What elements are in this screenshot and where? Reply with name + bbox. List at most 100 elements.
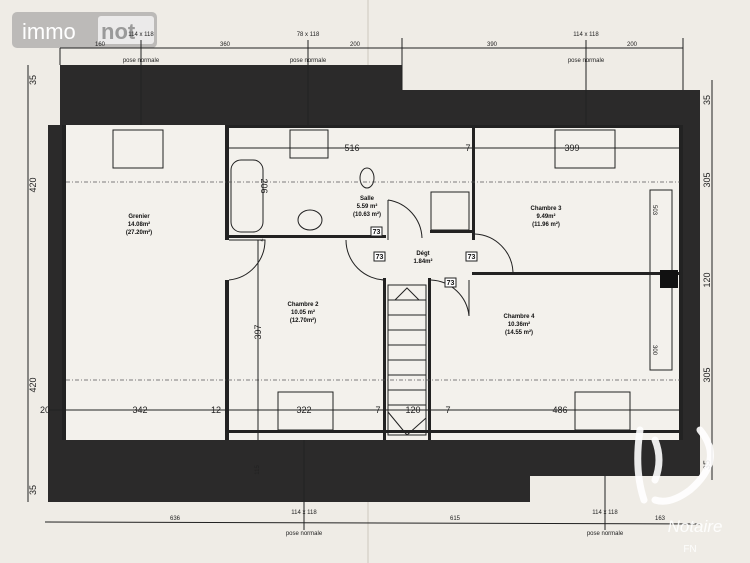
- dim-label: 399: [564, 143, 579, 153]
- dim-label: 200: [350, 42, 361, 48]
- svg-text:73: 73: [447, 280, 455, 287]
- room-degagement: Dégt 1.84m²: [413, 251, 432, 265]
- room-chambre-2: Chambre 2 10.05 m² (12.70m²): [287, 302, 319, 324]
- svg-text:Chambre 3: Chambre 3: [530, 206, 562, 212]
- dim-label: 322: [296, 405, 311, 415]
- svg-text:14.08m²: 14.08m²: [128, 221, 150, 228]
- bathtub: [230, 159, 264, 233]
- svg-text:not: not: [101, 19, 136, 44]
- notaire-logo: Notaire FN: [634, 426, 723, 555]
- wall: [225, 125, 229, 240]
- wall: [472, 272, 679, 275]
- window-size-label: 114 x 118: [128, 32, 154, 38]
- dim-label: 115: [255, 465, 261, 475]
- window-note-label: pose normale: [286, 531, 323, 537]
- svg-text:(12.70m²): (12.70m²): [290, 317, 316, 324]
- door-width-tag: 73: [373, 251, 386, 262]
- door-chambre-3[interactable]: [474, 233, 514, 273]
- wall: [225, 280, 229, 440]
- svg-text:(11.96 m²): (11.96 m²): [532, 221, 560, 228]
- door-salle[interactable]: [387, 199, 423, 240]
- window-note-label: pose normale: [123, 58, 160, 64]
- svg-text:5.59 m²: 5.59 m²: [357, 203, 378, 210]
- door-grenier-side[interactable]: [345, 239, 387, 281]
- svg-text:73: 73: [373, 229, 381, 236]
- window-chambre-3: [554, 129, 616, 169]
- dim-label: 20: [40, 405, 50, 415]
- dim-label: 390: [487, 42, 498, 48]
- window-note-label: pose normale: [568, 58, 605, 64]
- dim-label: 7: [256, 238, 262, 242]
- wall: [428, 278, 431, 440]
- svg-text:10.05 m²: 10.05 m²: [291, 309, 315, 316]
- dim-label: 420: [28, 377, 38, 392]
- dim-label: 342: [132, 405, 147, 415]
- svg-text:Chambre 2: Chambre 2: [287, 302, 319, 308]
- window-chambre-2: [277, 391, 334, 431]
- door-width-tag: 73: [465, 251, 478, 262]
- dim-label: 615: [450, 516, 461, 522]
- wall: [225, 125, 683, 128]
- svg-text:(14.55 m²): (14.55 m²): [505, 329, 533, 336]
- room-grenier: Grenier 14.08m² (27.20m²): [126, 214, 152, 236]
- immonot-logo: immo not: [12, 12, 157, 48]
- chimney: [660, 270, 678, 288]
- window-salle: [289, 129, 329, 159]
- svg-text:10.36m²: 10.36m²: [508, 321, 530, 328]
- bottom-dimension-line: [44, 521, 701, 525]
- dim-label: 160: [95, 42, 106, 48]
- wall: [430, 230, 474, 233]
- toilet: [359, 167, 375, 189]
- dim-label: 35: [28, 75, 38, 85]
- roof-band-top: [60, 65, 700, 440]
- dim-label: 120: [702, 272, 712, 287]
- door-width-tag: 73: [370, 226, 383, 237]
- window-grenier: [112, 129, 164, 169]
- dim-label: 12: [211, 405, 221, 415]
- window-size-label: 114 x 118: [573, 32, 599, 38]
- dim-label: 305: [702, 172, 712, 187]
- floor-area: [62, 125, 683, 440]
- room-chambre-3: Chambre 3 9.49m² (11.96 m²): [530, 206, 562, 228]
- svg-text:Notaire: Notaire: [668, 517, 723, 536]
- window-size-label: 114 x 118: [592, 510, 618, 516]
- dim-label: 7: [445, 405, 450, 415]
- dim-label: 516: [344, 143, 359, 153]
- door-chambre-2[interactable]: [228, 239, 266, 281]
- svg-text:Salle: Salle: [360, 196, 375, 202]
- dim-label: 486: [552, 405, 567, 415]
- wall: [229, 430, 679, 433]
- svg-text:1.84m²: 1.84m²: [413, 258, 432, 265]
- shower: [430, 191, 470, 231]
- dim-label: 360: [220, 42, 231, 48]
- window-chambre-4: [574, 391, 631, 431]
- dim-label: 300: [651, 345, 657, 356]
- wall: [229, 235, 386, 238]
- sink: [297, 209, 323, 231]
- wall: [383, 278, 386, 440]
- svg-text:Grenier: Grenier: [128, 214, 150, 220]
- room-chambre-4: Chambre 4 10.36m² (14.55 m²): [503, 314, 535, 336]
- roof-band-left: [48, 125, 62, 440]
- svg-text:Chambre 4: Chambre 4: [503, 314, 535, 320]
- window-note-label: pose normale: [290, 58, 327, 64]
- dim-label: 7: [465, 143, 470, 153]
- window-note-label: pose normale: [587, 531, 624, 537]
- svg-text:(10.63 m²): (10.63 m²): [353, 211, 381, 218]
- dim-label: 305: [702, 367, 712, 382]
- roof-slope-line: [66, 181, 680, 381]
- dim-label: 636: [170, 516, 181, 522]
- dim-label: 163: [655, 516, 666, 522]
- svg-text:73: 73: [468, 254, 476, 261]
- dim-label: 35: [702, 95, 712, 105]
- window-size-label: 114 x 118: [291, 510, 317, 516]
- door-chambre-4[interactable]: [430, 279, 470, 317]
- dim-label: 206: [259, 178, 269, 193]
- roof-band-bottom: [48, 440, 700, 502]
- svg-text:9.49m²: 9.49m²: [536, 213, 555, 220]
- svg-text:Dégt: Dégt: [416, 251, 429, 257]
- wall: [679, 125, 683, 440]
- dim-label: 35: [28, 485, 38, 495]
- room-salle: Salle 5.59 m² (10.63 m²): [353, 196, 381, 218]
